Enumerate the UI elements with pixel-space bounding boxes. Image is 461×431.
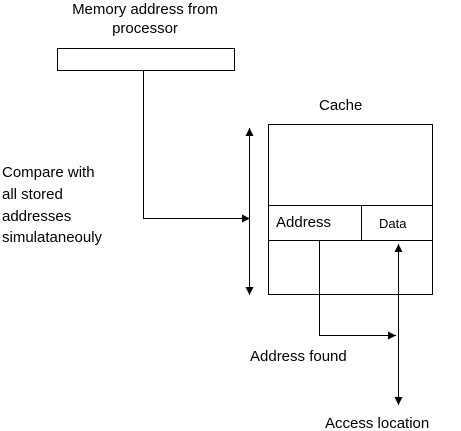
address-path-line	[143, 71, 250, 223]
compare-label-line2: all stored	[2, 186, 63, 203]
address-found-path	[319, 240, 396, 340]
address-found-label: Address found	[250, 348, 347, 365]
processor-address-box	[57, 48, 235, 71]
processor-label-line1: Memory address from	[72, 1, 218, 18]
compare-label-line4: simulataneouly	[2, 229, 103, 246]
cache-address-cell: Address	[276, 214, 332, 231]
cache-data-cell: Data	[379, 216, 407, 231]
compare-label-line1: Compare with	[2, 164, 95, 181]
access-location-label: Access location	[325, 415, 430, 431]
cache-box	[268, 124, 433, 295]
processor-label-line2: processor	[112, 20, 178, 37]
cache-title: Cache	[319, 97, 363, 114]
compare-label-line3: addresses	[2, 208, 72, 225]
